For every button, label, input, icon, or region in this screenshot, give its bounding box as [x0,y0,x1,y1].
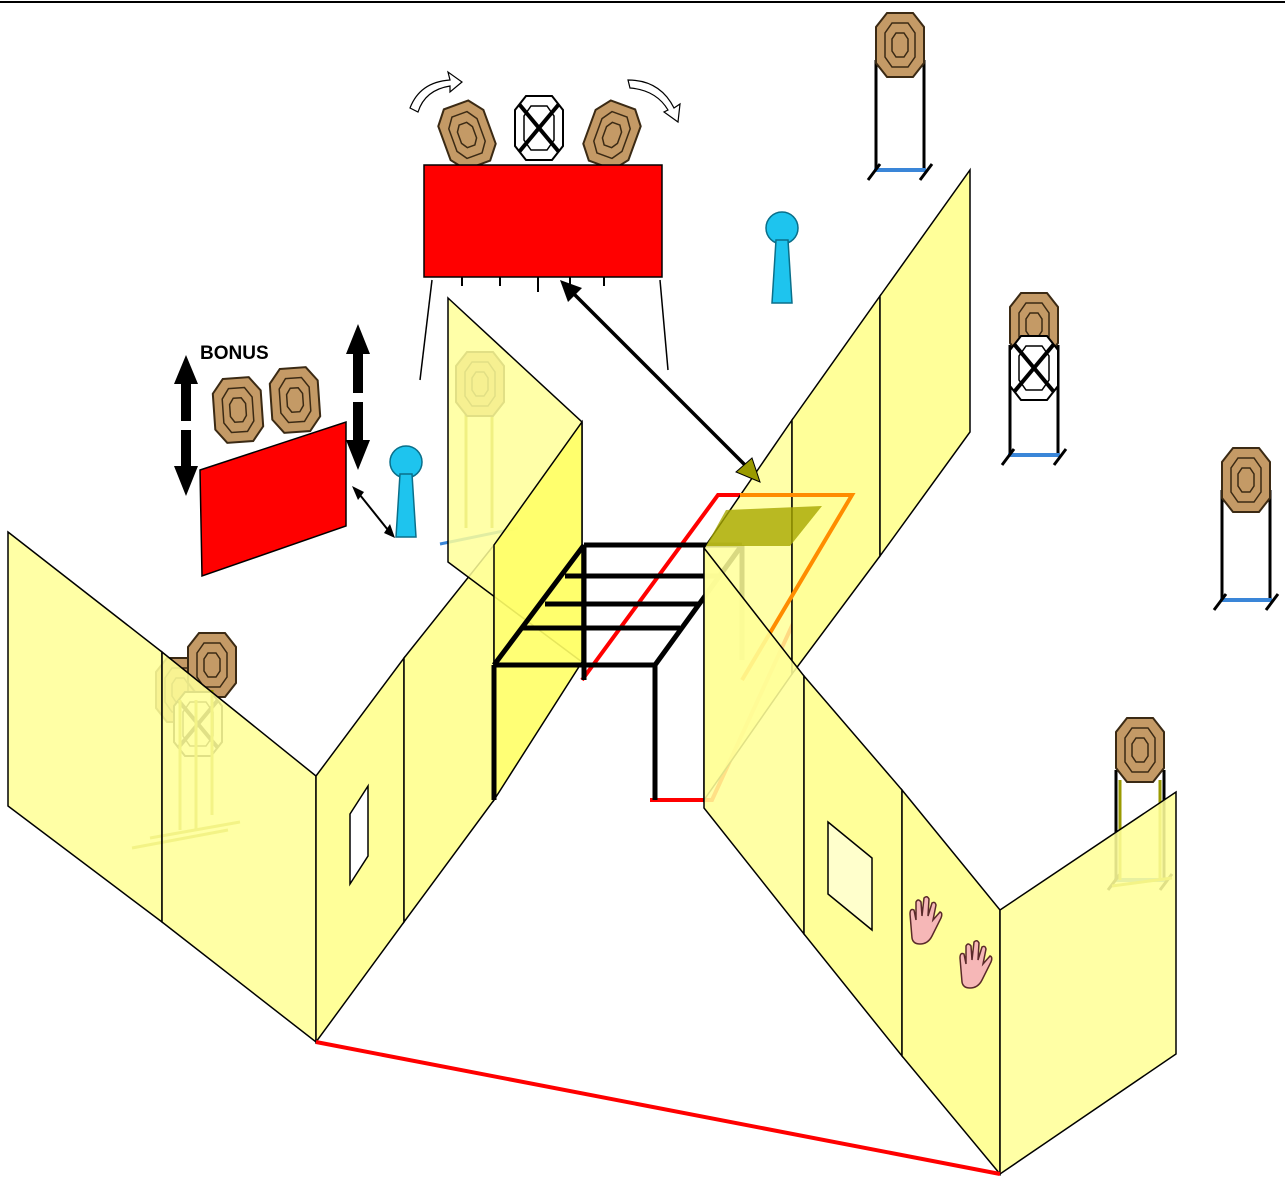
fault-line-front [315,1040,1001,1176]
port-left [349,783,369,887]
wall-right-front-4 [999,790,1177,1176]
move-arrow-right-icon [346,324,370,470]
swing-arrow-left-icon [409,70,463,113]
wall-right-front-3 [901,787,1001,1177]
swing-arrow-right-icon [627,79,681,124]
popper-left [389,445,423,538]
wall-left-4 [403,542,495,925]
wall-left-1 [7,530,163,924]
target-stand-far-right [1212,447,1280,612]
ground-plate [706,506,822,546]
orange-line [740,493,856,682]
left-wall-group [7,530,495,1045]
popper-top [765,211,799,304]
target-stand-top-right [866,12,934,182]
wall-left-2 [161,650,317,1044]
move-arrow-left-icon [174,355,198,496]
bonus-barricade [199,420,347,578]
activation-arrow-bonus [359,494,389,531]
bonus-group: BONUS [174,324,395,578]
bonus-target-right [267,365,323,435]
port-right [827,820,873,932]
center-back-wall-group [439,296,583,803]
wall-right-back-3 [879,167,971,559]
swinging-target-right [577,95,647,175]
top-barricade [423,164,663,278]
bonus-target-left [210,375,266,445]
top-barricade-group [409,70,681,381]
no-shoot-target-top [513,94,565,162]
right-wall-group [703,167,1177,1177]
bonus-label: BONUS [200,343,269,364]
target-stand-mid-right [1000,292,1068,467]
activation-arrow-top [560,280,761,483]
wall-right-back-2 [791,293,881,677]
swinging-target-left [432,95,502,175]
